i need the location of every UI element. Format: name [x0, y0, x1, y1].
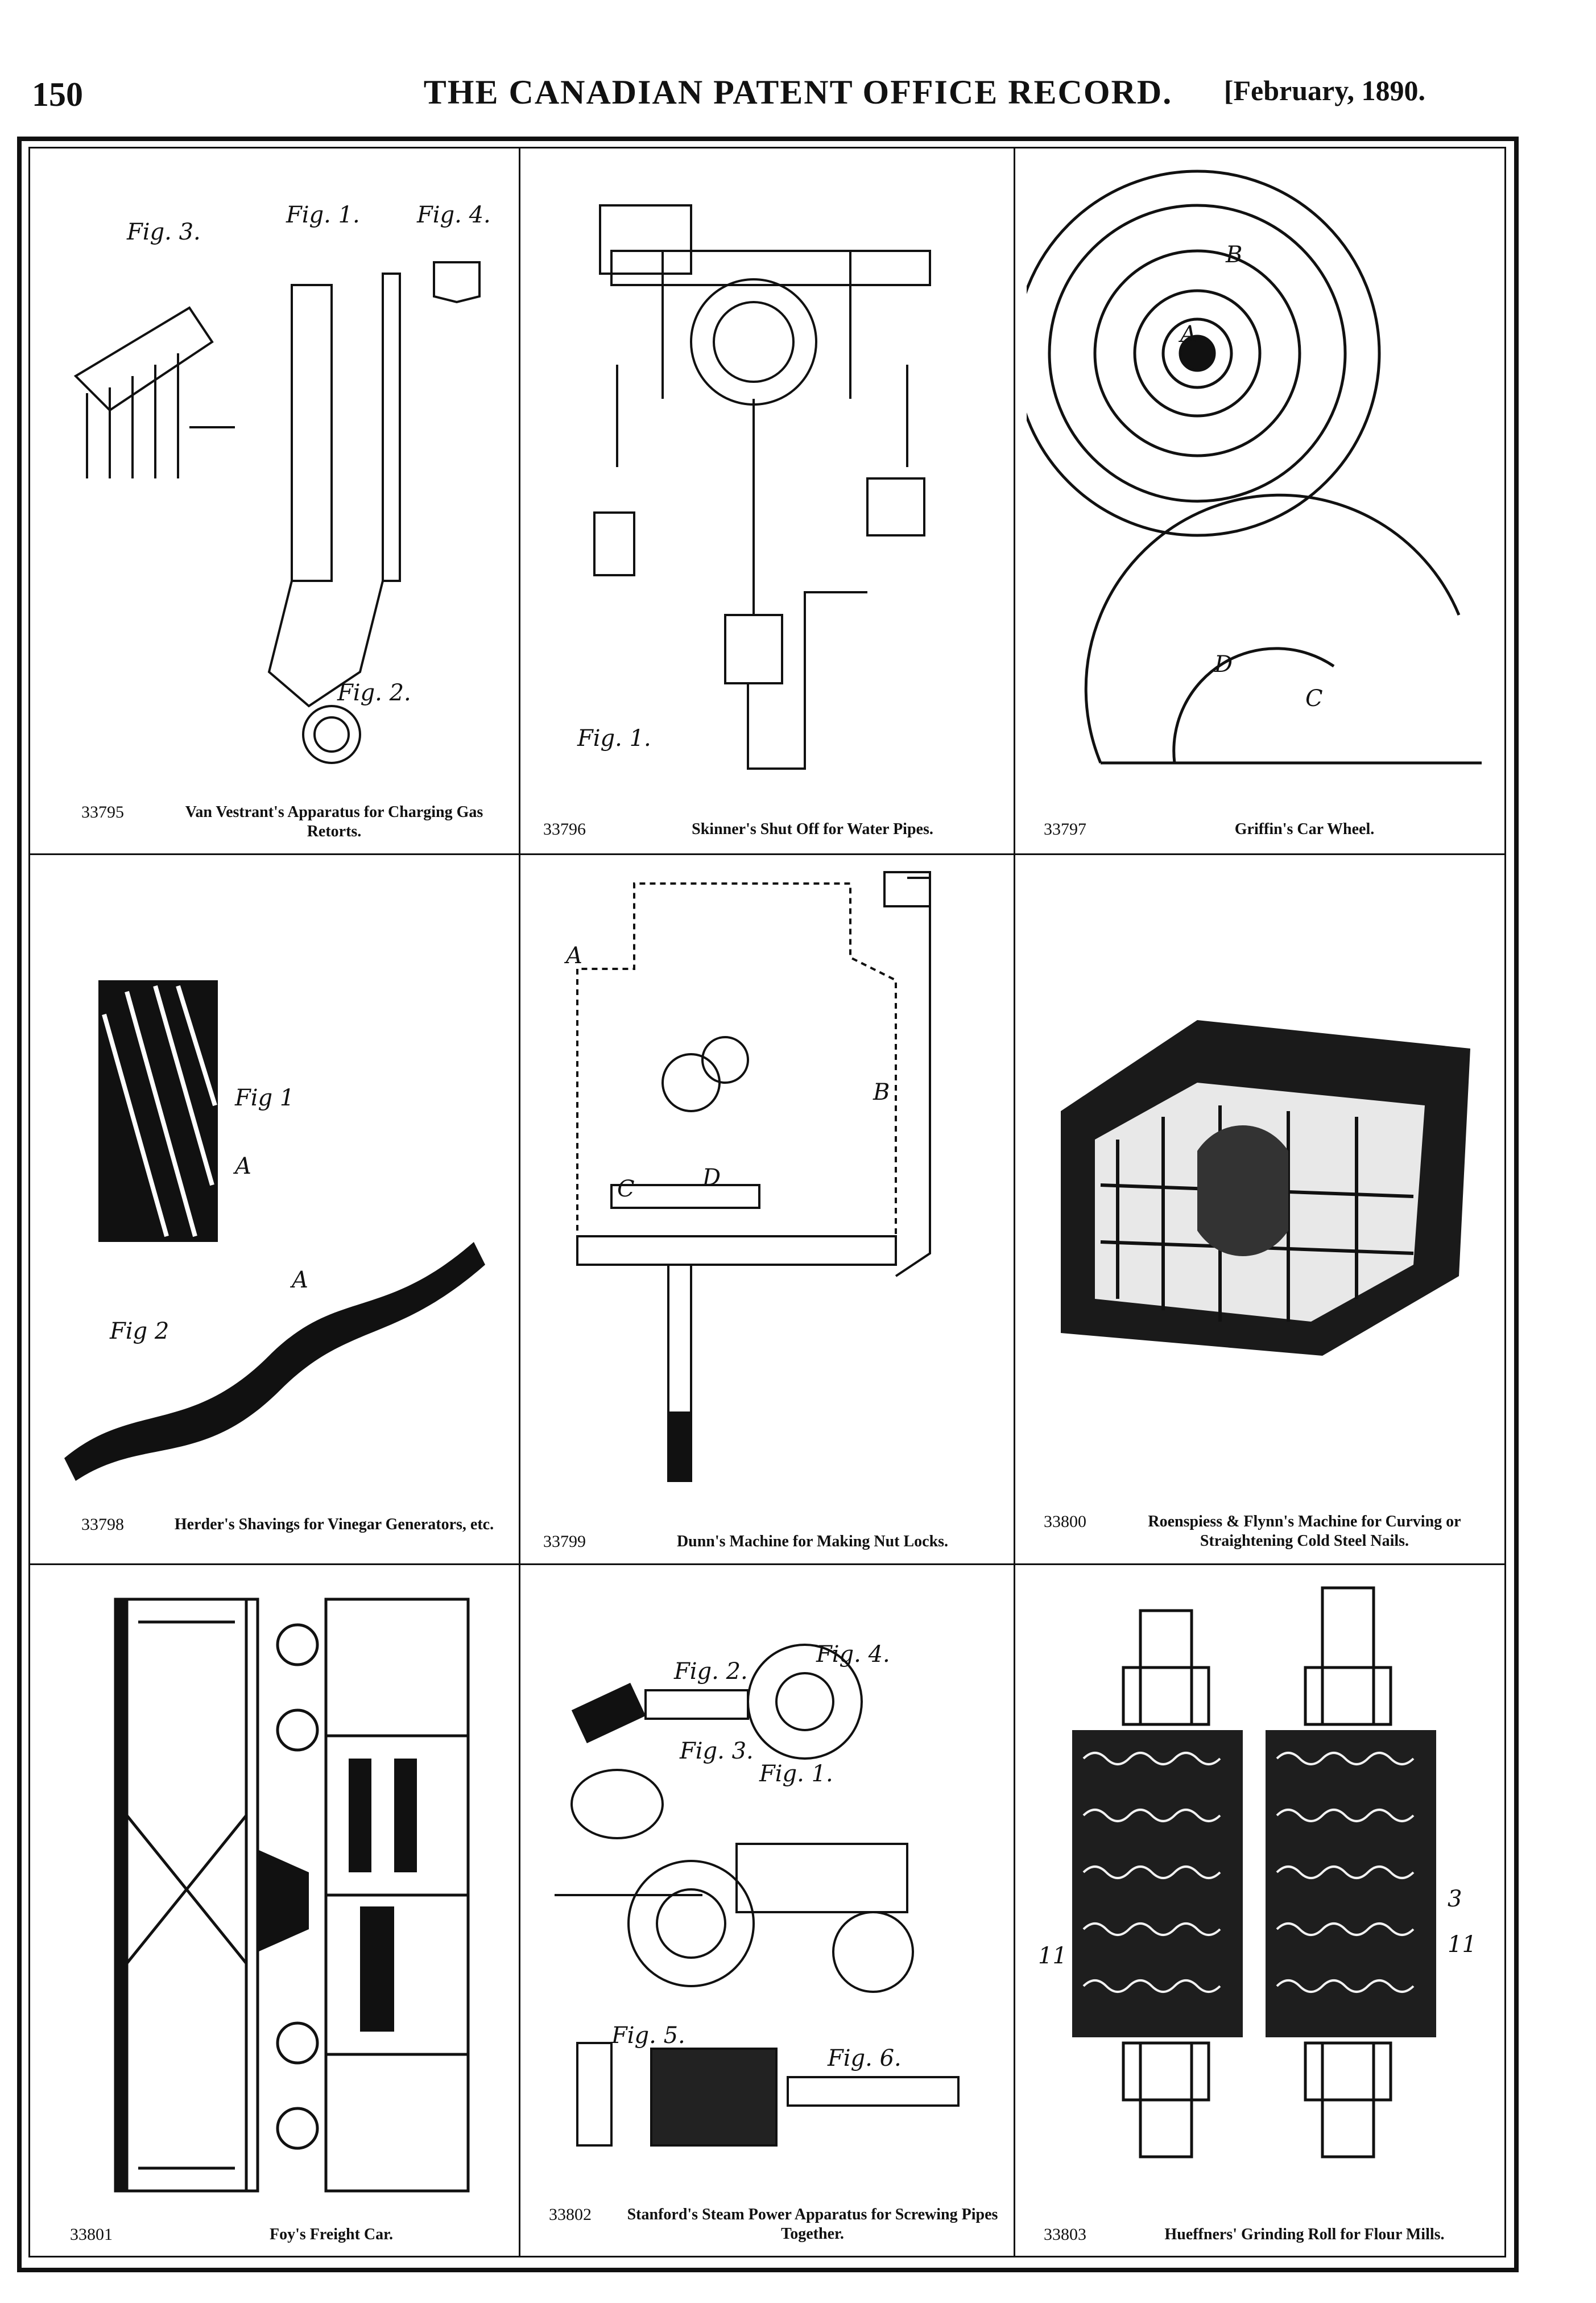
patent-cell-33797: A B D C 33797 Griffin's Car Wheel. [1015, 148, 1503, 853]
patent-title: Hueffners' Grinding Roll for Flour Mills… [1164, 2226, 1445, 2243]
patent-cell-33796: Fig. 1. 33796 Skinner's Shut Off for Wat… [520, 148, 1014, 853]
patent-title: Van Vestrant's Apparatus for Charging Ga… [185, 803, 483, 840]
patent-number: 33796 [543, 820, 586, 839]
figure-label: C [617, 1176, 635, 1202]
patent-title: Stanford's Steam Power Apparatus for Scr… [627, 2206, 998, 2243]
patent-caption: 33800 Roenspiess & Flynn's Machine for C… [1015, 1512, 1503, 1551]
patent-title: Roenspiess & Flynn's Machine for Curving… [1148, 1513, 1461, 1550]
patent-cell-33799: A B C D 33799 Dunn's Machine for Making … [520, 855, 1014, 1563]
patent-cell-33800: 33800 Roenspiess & Flynn's Machine for C… [1015, 855, 1503, 1563]
figure-label: B [1225, 242, 1242, 268]
figure-label: A [290, 1267, 308, 1293]
page-number: 150 [32, 76, 83, 113]
patent-drawing: Fig. 1. [577, 204, 931, 770]
patent-title: Foy's Freight Car. [270, 2226, 393, 2243]
patent-caption: 33796 Skinner's Shut Off for Water Pipes… [520, 820, 1014, 839]
patent-number: 33799 [543, 1532, 586, 1551]
patent-caption: 33799 Dunn's Machine for Making Nut Lock… [520, 1532, 1014, 1551]
figure-label: A [1178, 321, 1197, 348]
figure-label: Fig. 1. [577, 725, 651, 752]
figure-label: A [564, 943, 582, 969]
patent-drawing: A B D C [1027, 170, 1482, 765]
grid-divider [519, 147, 520, 2256]
patent-number: 33800 [1044, 1512, 1086, 1531]
patent-caption: 33797 Griffin's Car Wheel. [1015, 820, 1503, 839]
figure-label: 3 [1448, 1886, 1462, 1912]
figure-label: C [1305, 686, 1323, 712]
page-outer-border [17, 137, 1519, 2272]
patent-title: Dunn's Machine for Making Nut Locks. [676, 1533, 949, 1550]
grid-divider [28, 1563, 1504, 1565]
figure-label: Fig. 3. [679, 1738, 754, 1764]
patent-caption: 33795 Van Vestrant's Apparatus for Charg… [30, 803, 519, 841]
patent-caption: 33802 Stanford's Steam Power Apparatus f… [520, 2205, 1014, 2244]
patent-cell-33803: 3 11 11 33803 Hueffners' Grinding Roll f… [1015, 1565, 1503, 2254]
patent-drawing: Fig 1 A Fig 2 A [64, 980, 485, 1481]
patent-number: 33802 [549, 2205, 592, 2224]
figure-label: Fig. 1. [286, 202, 360, 228]
patent-caption: 33803 Hueffners' Grinding Roll for Flour… [1015, 2225, 1503, 2244]
grid-divider [1014, 147, 1015, 2256]
patent-drawing: A B C D [564, 871, 931, 1482]
patent-drawing: 3 11 11 [1038, 1586, 1477, 2158]
figure-label: 11 [1038, 1943, 1067, 1969]
figure-label: Fig. 4. [416, 202, 491, 228]
patent-number: 33798 [81, 1515, 124, 1534]
grid-divider [28, 853, 1504, 855]
figure-label: Fig. 2. [673, 1658, 748, 1685]
patent-cell-33801: 33801 Foy's Freight Car. [30, 1565, 519, 2254]
patent-number: 33801 [70, 2225, 113, 2244]
patent-number: 33797 [1044, 820, 1086, 839]
patent-title: Herder's Shavings for Vinegar Generators… [174, 1516, 494, 1533]
patent-title: Skinner's Shut Off for Water Pipes. [692, 820, 933, 838]
figure-label: 11 [1448, 1931, 1477, 1958]
figure-label: Fig. 4. [816, 1641, 890, 1668]
figure-label: D [702, 1165, 721, 1191]
journal-title: THE CANADIAN PATENT OFFICE RECORD. [423, 73, 1173, 111]
figure-label: A [233, 1153, 251, 1179]
figure-label: Fig 1 [234, 1085, 294, 1111]
patent-drawing [114, 1598, 470, 2193]
patent-number: 33795 [81, 803, 124, 822]
figure-label: Fig 2 [109, 1318, 169, 1344]
figure-label: Fig. 1. [759, 1761, 833, 1787]
figure-label: Fig. 5. [611, 2023, 685, 2049]
page-inner-border [28, 147, 1506, 2257]
patent-caption: 33798 Herder's Shavings for Vinegar Gene… [30, 1515, 519, 1534]
patent-drawing [1061, 1020, 1470, 1356]
issue-date: [February, 1890. [1223, 75, 1425, 106]
patent-cell-33795: Fig. 3. Fig. 1. Fig. 4. Fig. 2. 33795 Va… [30, 148, 519, 853]
patent-caption: 33801 Foy's Freight Car. [30, 2225, 519, 2244]
figure-label: Fig. 6. [827, 2045, 902, 2071]
patent-title: Griffin's Car Wheel. [1234, 820, 1375, 838]
figure-label: D [1214, 651, 1233, 678]
patent-number: 33803 [1044, 2225, 1086, 2244]
figure-label: Fig. 2. [337, 680, 411, 706]
patent-drawing: Fig. 2. Fig. 1. Fig. 3. Fig. 4. Fig. 5. … [555, 1641, 960, 2147]
patent-cell-33798: Fig 1 A Fig 2 A 33798 Herder's Shavings … [30, 855, 519, 1563]
figure-label: Fig. 3. [126, 219, 201, 245]
patent-cell-33802: Fig. 2. Fig. 1. Fig. 3. Fig. 4. Fig. 5. … [520, 1565, 1014, 2254]
figure-label: B [873, 1079, 890, 1105]
page-header: 150 THE CANADIAN PATENT OFFICE RECORD. [… [0, 0, 1596, 137]
patent-drawing: Fig. 3. Fig. 1. Fig. 4. Fig. 2. [73, 202, 491, 764]
